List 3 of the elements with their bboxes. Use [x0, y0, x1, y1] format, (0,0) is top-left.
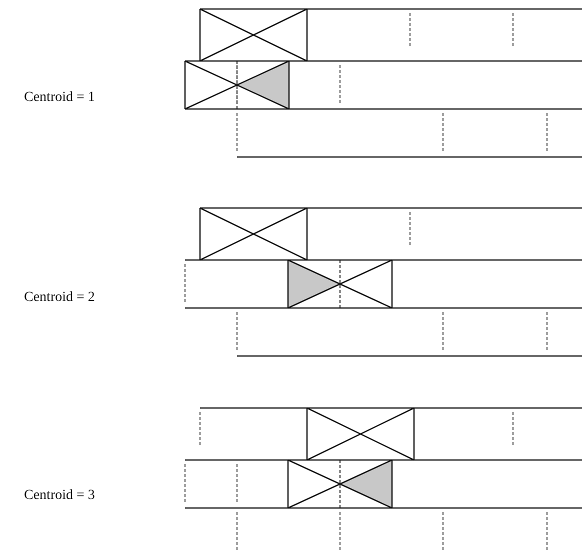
- row-label: Centroid = 1: [24, 90, 95, 106]
- row-label: Centroid = 3: [24, 488, 95, 504]
- row-label: Centroid = 2: [24, 290, 95, 306]
